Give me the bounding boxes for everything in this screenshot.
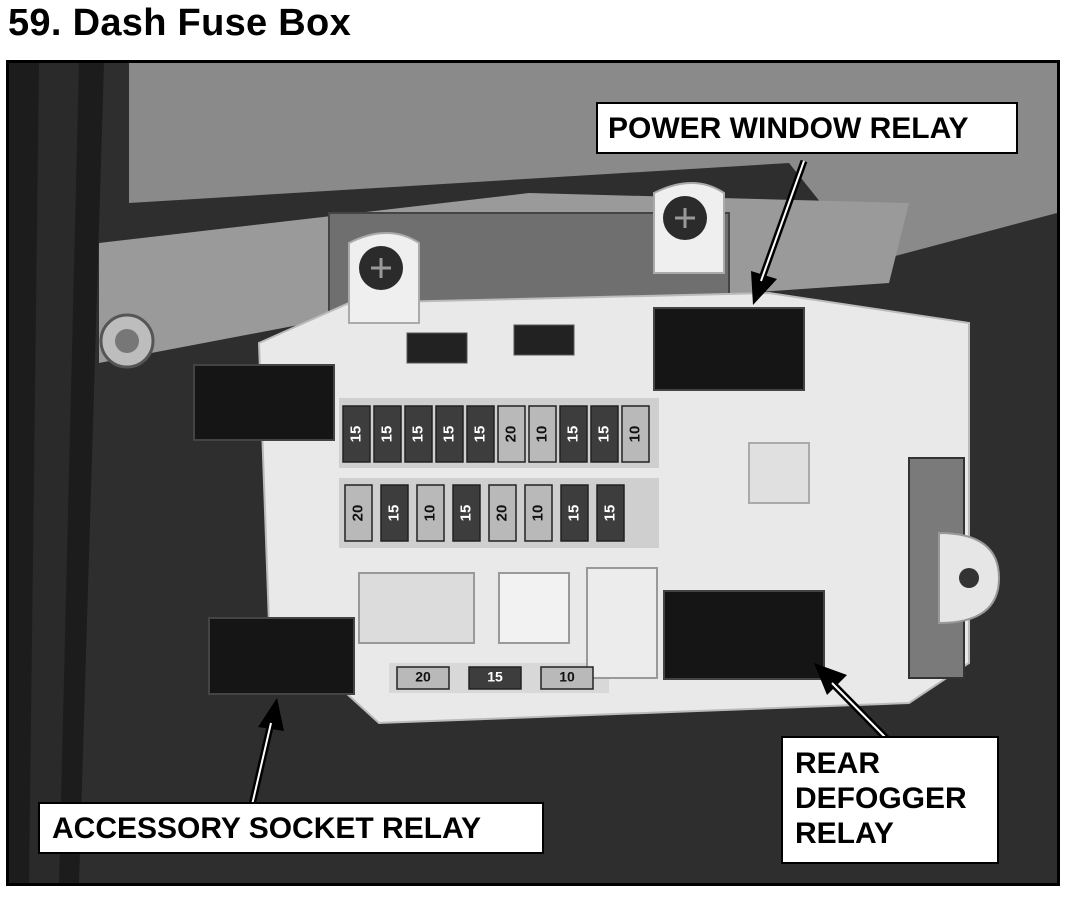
fuse-rating-label: 15: [457, 505, 474, 522]
fuse: [621, 405, 650, 463]
fuse: [468, 666, 522, 690]
fuse-row-middle: 20 15 10 15 20 10 15 15: [344, 484, 625, 542]
fuse: [404, 405, 433, 463]
fuse: [528, 405, 557, 463]
fuse-rating-label: 15: [385, 505, 402, 522]
fuse: [590, 405, 619, 463]
fuse: [416, 484, 445, 542]
fuse-row-bottom: 20 15 10: [396, 666, 594, 690]
fuse: [373, 405, 402, 463]
fuse: [559, 405, 588, 463]
fuse-rating-label: 15: [595, 426, 612, 443]
photo-illustration: 15 15 15 15 15 20 10 15 15 10 20 15 10 15 20 10 15 15 20…: [9, 63, 1057, 883]
fuse: [540, 666, 594, 690]
rear-defogger-line-3: RELAY: [795, 817, 894, 850]
fuse-rating-label: 15: [347, 426, 364, 443]
fuse-rating-label: 15: [378, 426, 395, 443]
accessory-socket-relay-label: ACCESSORY SOCKET RELAY: [38, 802, 544, 854]
rear-defogger-line-2: DEFOGGER: [795, 782, 967, 815]
fuse-rating-label: 20: [493, 505, 510, 522]
fuse-rating-label: 10: [421, 505, 438, 522]
fuse: [488, 484, 517, 542]
rear-defogger-line-1: REAR: [795, 747, 881, 780]
fuse: [380, 484, 409, 542]
fuse-rating-label: 10: [529, 505, 546, 522]
fuse: [452, 484, 481, 542]
fuse-box-photo: 15 15 15 15 15 20 10 15 15 10 20 15 10 15 20 10 15 15 20…: [6, 60, 1060, 886]
power-window-relay-label: POWER WINDOW RELAY: [596, 102, 1018, 154]
fuse: [524, 484, 553, 542]
fuse-rating-label: 10: [626, 426, 643, 443]
fuse-rating-label: 15: [487, 669, 503, 685]
fuse-row-top: 15 15 15 15 15 20 10 15 15 10: [342, 405, 650, 463]
rear-defogger-relay-label: REAR DEFOGGER RELAY: [781, 736, 999, 864]
fuse-rating-label: 15: [565, 505, 582, 522]
fuse-rating-label: 15: [471, 426, 488, 443]
fuse-rating-label: 10: [559, 669, 575, 685]
fuse: [497, 405, 526, 463]
fuse-rating-label: 20: [502, 426, 519, 443]
fuse-rating-label: 15: [564, 426, 581, 443]
fuse-rating-label: 15: [440, 426, 457, 443]
page-title: 59. Dash Fuse Box: [8, 2, 351, 44]
fuse: [342, 405, 371, 463]
fuse: [396, 666, 450, 690]
fuse: [344, 484, 373, 542]
fuse-rating-label: 20: [349, 505, 366, 522]
fuse-rating-label: 15: [601, 505, 618, 522]
fuse-rating-label: 15: [409, 426, 426, 443]
fuse-rating-label: 20: [415, 669, 431, 685]
fuse: [560, 484, 589, 542]
fuse: [466, 405, 495, 463]
fuse-rating-label: 10: [533, 426, 550, 443]
fuse: [435, 405, 464, 463]
fuse: [596, 484, 625, 542]
